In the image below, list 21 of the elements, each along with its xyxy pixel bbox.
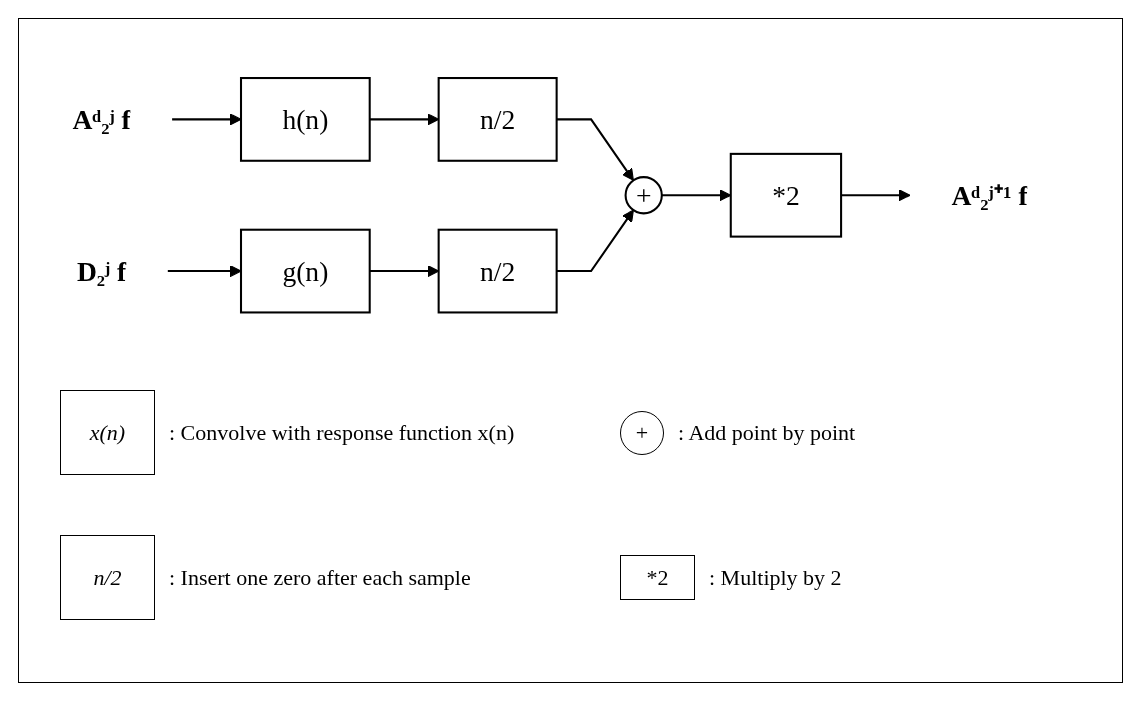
arrow (167, 264, 242, 277)
node-circle: + (624, 175, 663, 215)
legend-text: : Multiply by 2 (709, 564, 842, 591)
arrow (556, 209, 634, 272)
convolution-box-symbol: x(n) (60, 390, 155, 475)
node-text: Aᵈ₂ʲ f (72, 103, 131, 135)
legend-text: : Add point by point (678, 419, 856, 446)
node-box: g(n) (239, 228, 371, 314)
multiplier-box-symbol: *2 (620, 555, 695, 600)
arrow (556, 118, 634, 181)
arrow (172, 113, 242, 126)
node-text: D₂ʲ f (76, 255, 127, 286)
legend-text: : Insert one zero after each sample (169, 564, 471, 591)
node-box: n/2 (437, 76, 558, 162)
node-box: h(n) (239, 76, 371, 162)
node-text: Aᵈ₂ʲ⁺¹ f (951, 179, 1028, 211)
node-box: *2 (729, 152, 843, 238)
upsample-box-symbol: n/2 (60, 535, 155, 620)
arrow (841, 188, 911, 202)
node-box: n/2 (437, 228, 558, 314)
legend-text: : Convolve with response function x(n) (169, 419, 515, 446)
